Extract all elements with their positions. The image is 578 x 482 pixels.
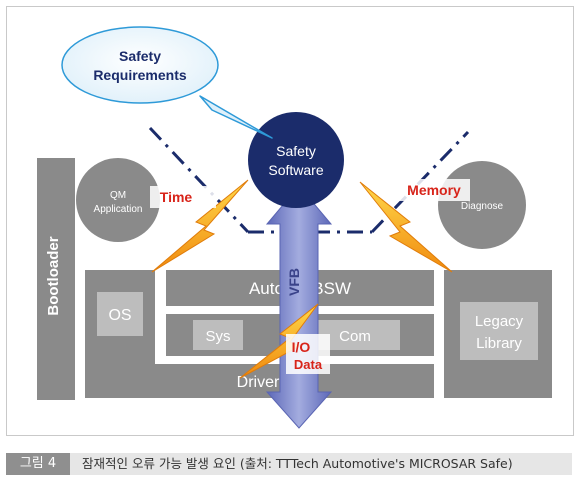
caption-bar [6, 453, 572, 475]
io-data-callout-box [286, 334, 330, 374]
os-label: OS [108, 307, 131, 324]
legacy-library-label-line1: Legacy [475, 313, 524, 330]
bootloader-label: Bootloader [45, 236, 62, 315]
qm-application-label-line1: QM [110, 190, 126, 201]
io-data-callout-label-line2: Data [294, 357, 323, 372]
time-bolt-icon [151, 179, 249, 273]
memory-callout-box [398, 179, 470, 201]
legacy-library-label-line2: Library [476, 335, 522, 352]
drivers-label: Drivers [237, 374, 288, 391]
safety-requirements-label-line2: Requirements [93, 67, 187, 83]
sys-label: Sys [205, 328, 230, 345]
time-callout-label: Time [160, 189, 193, 205]
memory-callout-label: Memory [407, 182, 461, 198]
vfb-double-arrow: VFB [265, 185, 333, 429]
drivers-block [85, 364, 434, 398]
io-data-callout-label-line1: I/O [292, 339, 311, 355]
figure-caption: 잠재적인 오류 가능 발생 요인 (출처: TTTech Automotive'… [82, 456, 513, 471]
time-callout-box [150, 186, 216, 208]
sys-box [193, 320, 243, 350]
safety-software-label-line2: Software [268, 162, 323, 178]
diagnose-label: Diagnose [461, 201, 504, 212]
legacy-library-inner-box [460, 302, 538, 360]
safety-requirements-label-line1: Safety [119, 48, 161, 64]
vfb-arrow-label: VFB [286, 268, 302, 296]
safety-requirements-callout: Safety Requirements [61, 26, 273, 139]
os-inner-box [97, 292, 143, 336]
figure-number-badge: 그림 4 [6, 453, 70, 475]
safety-software-label-line1: Safety [276, 143, 316, 159]
qm-application-circle [76, 158, 160, 242]
com-label: Com [339, 328, 371, 345]
safety-software-circle [248, 112, 344, 208]
qm-application-label-line2: Application [94, 204, 143, 215]
memory-bolt-icon [359, 181, 453, 273]
bootloader-block [37, 158, 75, 400]
